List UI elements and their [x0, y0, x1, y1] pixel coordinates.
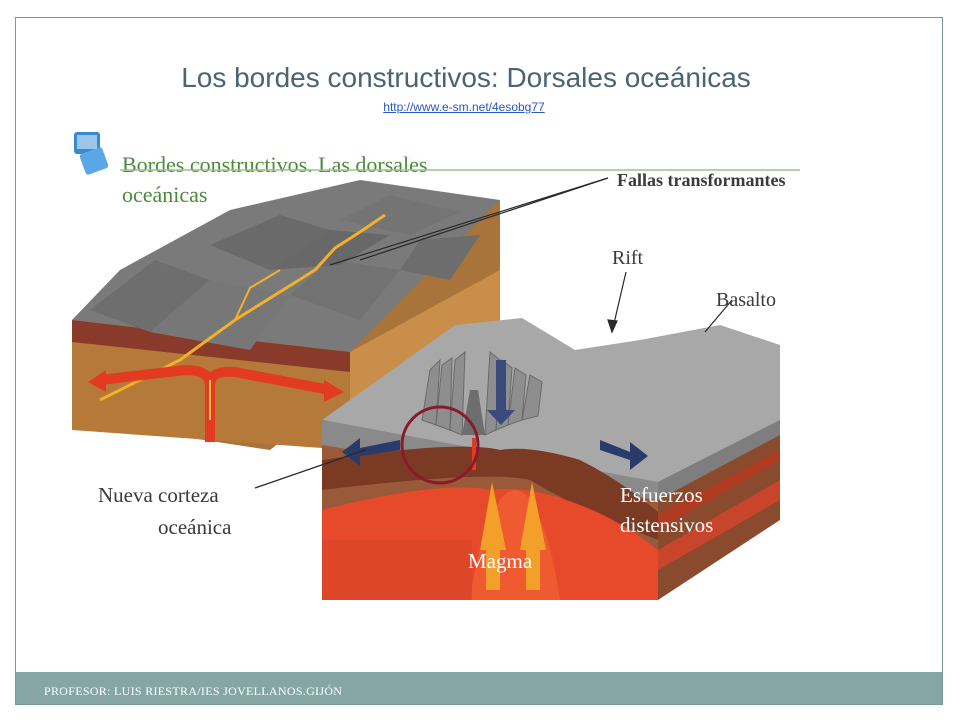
source-link[interactable]: http://www.e-sm.net/4esobg77	[383, 100, 545, 114]
aerial-block	[72, 180, 500, 450]
book-icon	[74, 132, 109, 175]
label-esfuerzos-line2: distensivos	[620, 513, 713, 537]
label-nueva-corteza-line1: Nueva corteza	[98, 483, 219, 507]
ridge-diagram: Bordes constructivos. Las dorsales oceán…	[72, 132, 800, 600]
fault-circle	[400, 405, 480, 485]
label-esfuerzos-line1: Esfuerzos	[620, 483, 703, 507]
leader-lines	[254, 177, 733, 489]
label-fallas-transformantes: Fallas transformantes	[617, 170, 785, 190]
diagram-heading-line1: Bordes constructivos. Las dorsales	[122, 152, 428, 177]
footer-text: PROFESOR: LUIS RIESTRA/IES JOVELLANOS.GI…	[44, 684, 343, 698]
label-magma: Magma	[468, 549, 533, 573]
label-basalto: Basalto	[716, 289, 776, 311]
footer-bar: PROFESOR: LUIS RIESTRA/IES JOVELLANOS.GI…	[16, 672, 942, 704]
diagram-heading-line2: oceánicas	[122, 182, 208, 207]
slide-title: Los bordes constructivos: Dorsales oceán…	[181, 62, 751, 93]
cross-section-block	[322, 318, 780, 600]
label-nueva-corteza-line2: oceánica	[158, 515, 232, 539]
label-rift: Rift	[612, 247, 644, 269]
